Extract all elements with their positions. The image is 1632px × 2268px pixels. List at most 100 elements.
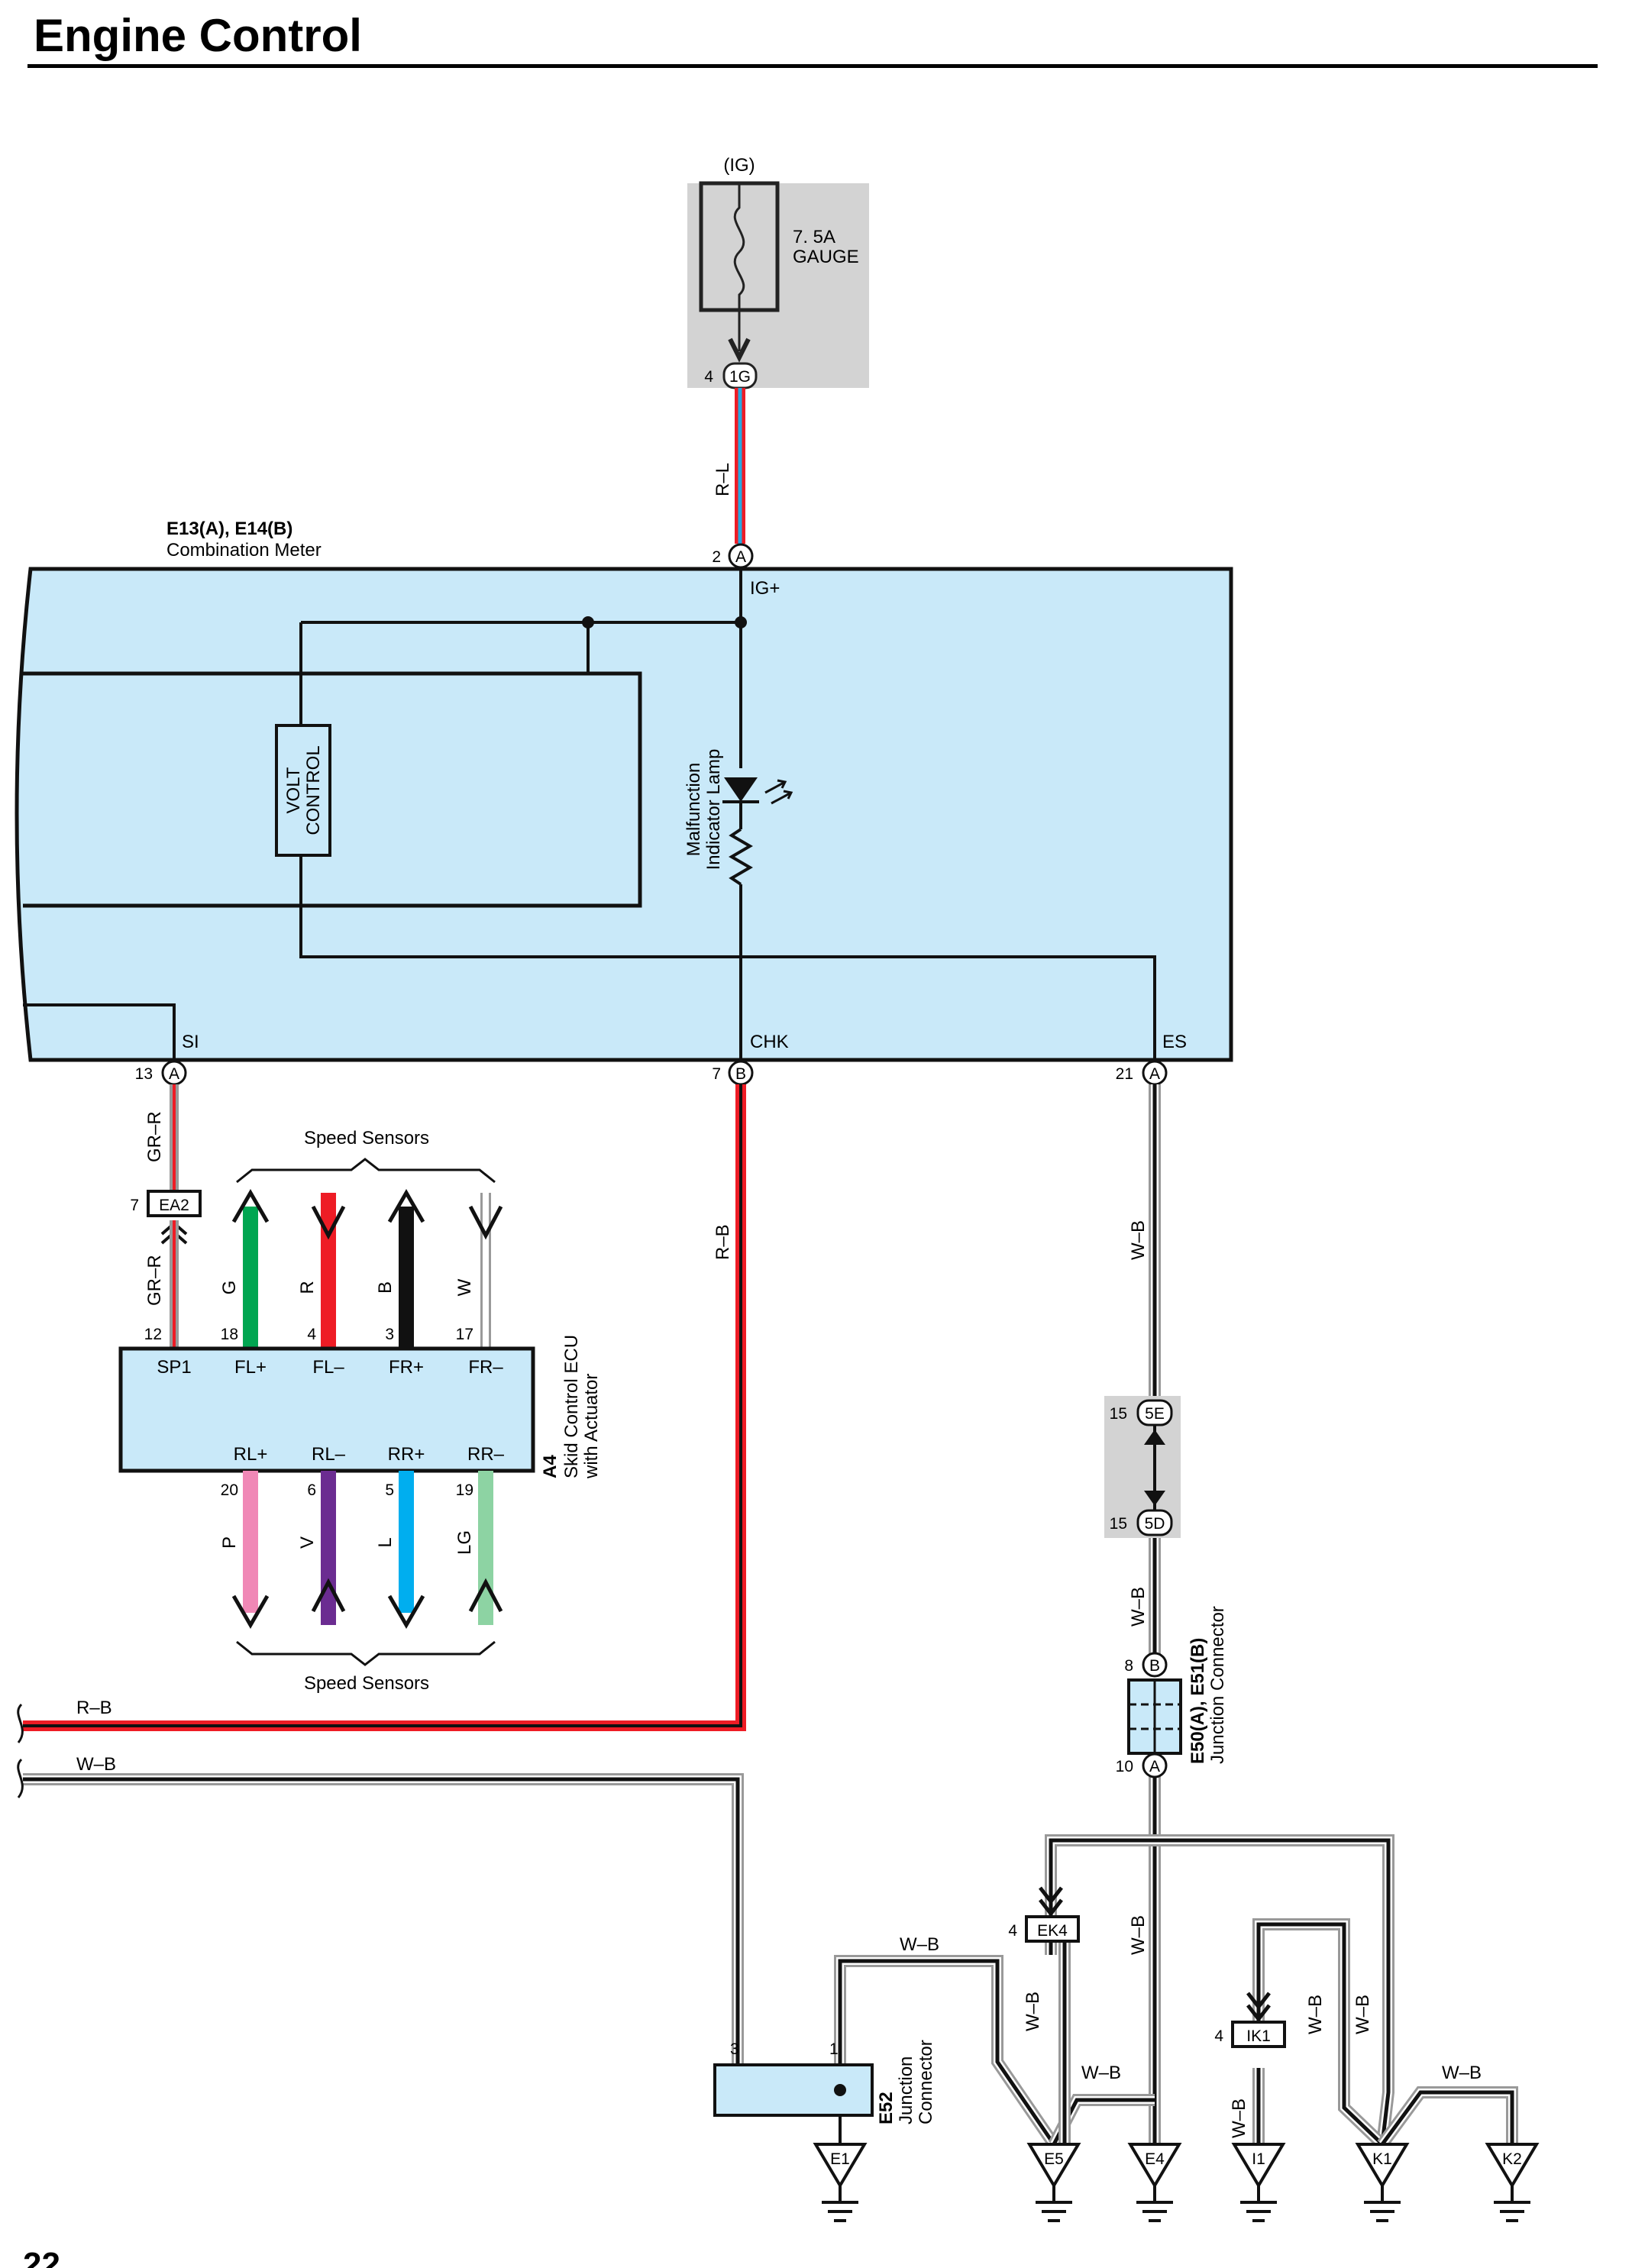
ecu-pin-bottom: 5 [385, 1481, 394, 1499]
chk-conn: B [735, 1065, 746, 1083]
wire-wb-left-label: W–B [76, 1754, 116, 1775]
ground-label: I1 [1252, 2150, 1265, 2168]
ground-triangle-icon [813, 2143, 868, 2189]
fuse-icon [733, 183, 745, 310]
connector-ea2 [147, 1190, 202, 1217]
wire-color-label: V [297, 1536, 318, 1549]
wire-grr-label-lower: GR–R [144, 1255, 165, 1306]
ground-symbol-icon [1036, 2201, 1072, 2222]
wire-rb-label: R–B [713, 1224, 733, 1260]
speed-sensors-brace-top [236, 1158, 496, 1184]
volt-control-box [275, 724, 331, 857]
meter-name: Combination Meter [166, 540, 322, 561]
connector-1g-label: 1G [729, 368, 751, 386]
meter-ig-conn: A [735, 548, 746, 566]
lamp-label-line2: Indicator Lamp [703, 749, 724, 871]
fuse-rating: 7. 5A [793, 227, 835, 247]
ecu-term-bottom: RL+ [234, 1444, 268, 1465]
ecu-term-bottom: RR– [467, 1444, 505, 1465]
ground-symbol-icon [822, 2201, 858, 2222]
wire-rb-stripe [23, 1084, 742, 1727]
arrow-down-icon [468, 1205, 503, 1240]
ground-label: E4 [1145, 2150, 1165, 2168]
connector-5d [1136, 1509, 1173, 1536]
connector-ea2-label: EA2 [159, 1197, 189, 1214]
ecu-name-line2: with Actuator [581, 1374, 602, 1479]
wire-wb-label-k2: W–B [1442, 2063, 1482, 2083]
wire-wb-label-k1b: W–B [1352, 1995, 1373, 2034]
wire-wb-label-i1: W–B [1229, 2098, 1249, 2138]
ground-label: K2 [1502, 2150, 1522, 2168]
e50-conn: A [1149, 1758, 1160, 1775]
fuse-name: GAUGE [793, 247, 859, 267]
ecu-pin-top: 4 [307, 1326, 316, 1343]
meter-term-chk: CHK [750, 1032, 789, 1052]
ek4-arrow-icon [1039, 1886, 1063, 1917]
speed-sensors-brace-bottom [236, 1640, 496, 1666]
lamp-icon [724, 777, 758, 802]
arrow-up-icon [387, 1189, 425, 1223]
ecu-pin-bottom: 19 [456, 1481, 473, 1499]
junction-dot [834, 2084, 846, 2096]
junction-connector-e52 [713, 2063, 874, 2117]
wire-wb-label-1: W–B [1128, 1220, 1149, 1260]
arrow-down-icon [231, 1594, 270, 1629]
wire-color-label: P [219, 1536, 240, 1549]
wire-color-label: B [375, 1281, 396, 1294]
es-conn: A [1149, 1065, 1160, 1083]
ecu-term-top: FL+ [234, 1357, 267, 1378]
connector-ek4-label: EK4 [1037, 1922, 1068, 1940]
fuse-source: (IG) [723, 155, 755, 176]
ecu-pin-bottom: 20 [221, 1481, 238, 1499]
meter-term-ig: IG+ [750, 578, 780, 599]
junction-dot [735, 616, 747, 628]
resistor-icon [729, 828, 753, 886]
wire-wb-label-2: W–B [1128, 1587, 1149, 1627]
connector-5e-pin: 15 [1110, 1405, 1127, 1423]
e51-conn: B [1149, 1657, 1160, 1675]
junction-e50-name: Junction Connector [1207, 1606, 1228, 1764]
ground-symbol-icon [1136, 2201, 1173, 2222]
ecu-term-bottom: RL– [312, 1444, 346, 1465]
arrow-down-icon [311, 1205, 346, 1240]
wire-color-label: G [219, 1281, 240, 1295]
ecu-pin-bottom: 6 [307, 1481, 316, 1499]
ground-symbol-icon [1240, 2201, 1277, 2222]
volt-control-line1: VOLT [283, 767, 304, 813]
double-arrow-icon [1144, 1430, 1165, 1506]
connector-5d-label: 5D [1145, 1515, 1165, 1533]
ground-label: K1 [1372, 2150, 1392, 2168]
meter-term-si: SI [182, 1032, 199, 1052]
connector-ik1-pin: 4 [1214, 2027, 1223, 2045]
e51-pin: 8 [1124, 1657, 1133, 1675]
page-number: 22 [23, 2246, 60, 2268]
speed-sensors-bottom-label: Speed Sensors [304, 1673, 429, 1694]
connector-5e-label: 5E [1145, 1405, 1165, 1423]
meter-ig-connector [728, 543, 754, 569]
ecu-pin-top: 12 [144, 1326, 162, 1343]
ground-triangle-icon [1231, 2143, 1286, 2189]
wire-color-label: LG [454, 1530, 475, 1555]
ground-triangle-icon [1026, 2143, 1081, 2189]
ecu-pin-top: 3 [385, 1326, 394, 1343]
wire-rl-label: R–L [713, 463, 733, 496]
meter-id: E13(A), E14(B) [166, 519, 292, 539]
wire-color-label: R [297, 1281, 318, 1294]
junction-e50-id: E50(A), E51(B) [1188, 1638, 1208, 1764]
wire-wb-outline [23, 1773, 840, 2089]
page-title: Engine Control [34, 10, 362, 61]
wire-wb-stripe [838, 1959, 1056, 2146]
lamp-label-line1: Malfunction [684, 763, 704, 857]
wire-wb-stripe [1380, 2090, 1514, 2146]
es-pin: 21 [1116, 1065, 1133, 1083]
ecu-terminal-labels: SP112FL+18FL–4FR+3FR–17RL+20RL–6RR+5RR–1… [144, 1326, 505, 1499]
ground-triangle-icon [1127, 2143, 1182, 2189]
arrow-up-icon [468, 1578, 503, 1613]
ground-label: E1 [830, 2150, 850, 2168]
ecu-term-top: FR– [468, 1357, 503, 1378]
connector-ik1 [1231, 2021, 1286, 2048]
title-rule [27, 64, 1598, 68]
wire-grr-label-upper: GR–R [144, 1111, 165, 1162]
